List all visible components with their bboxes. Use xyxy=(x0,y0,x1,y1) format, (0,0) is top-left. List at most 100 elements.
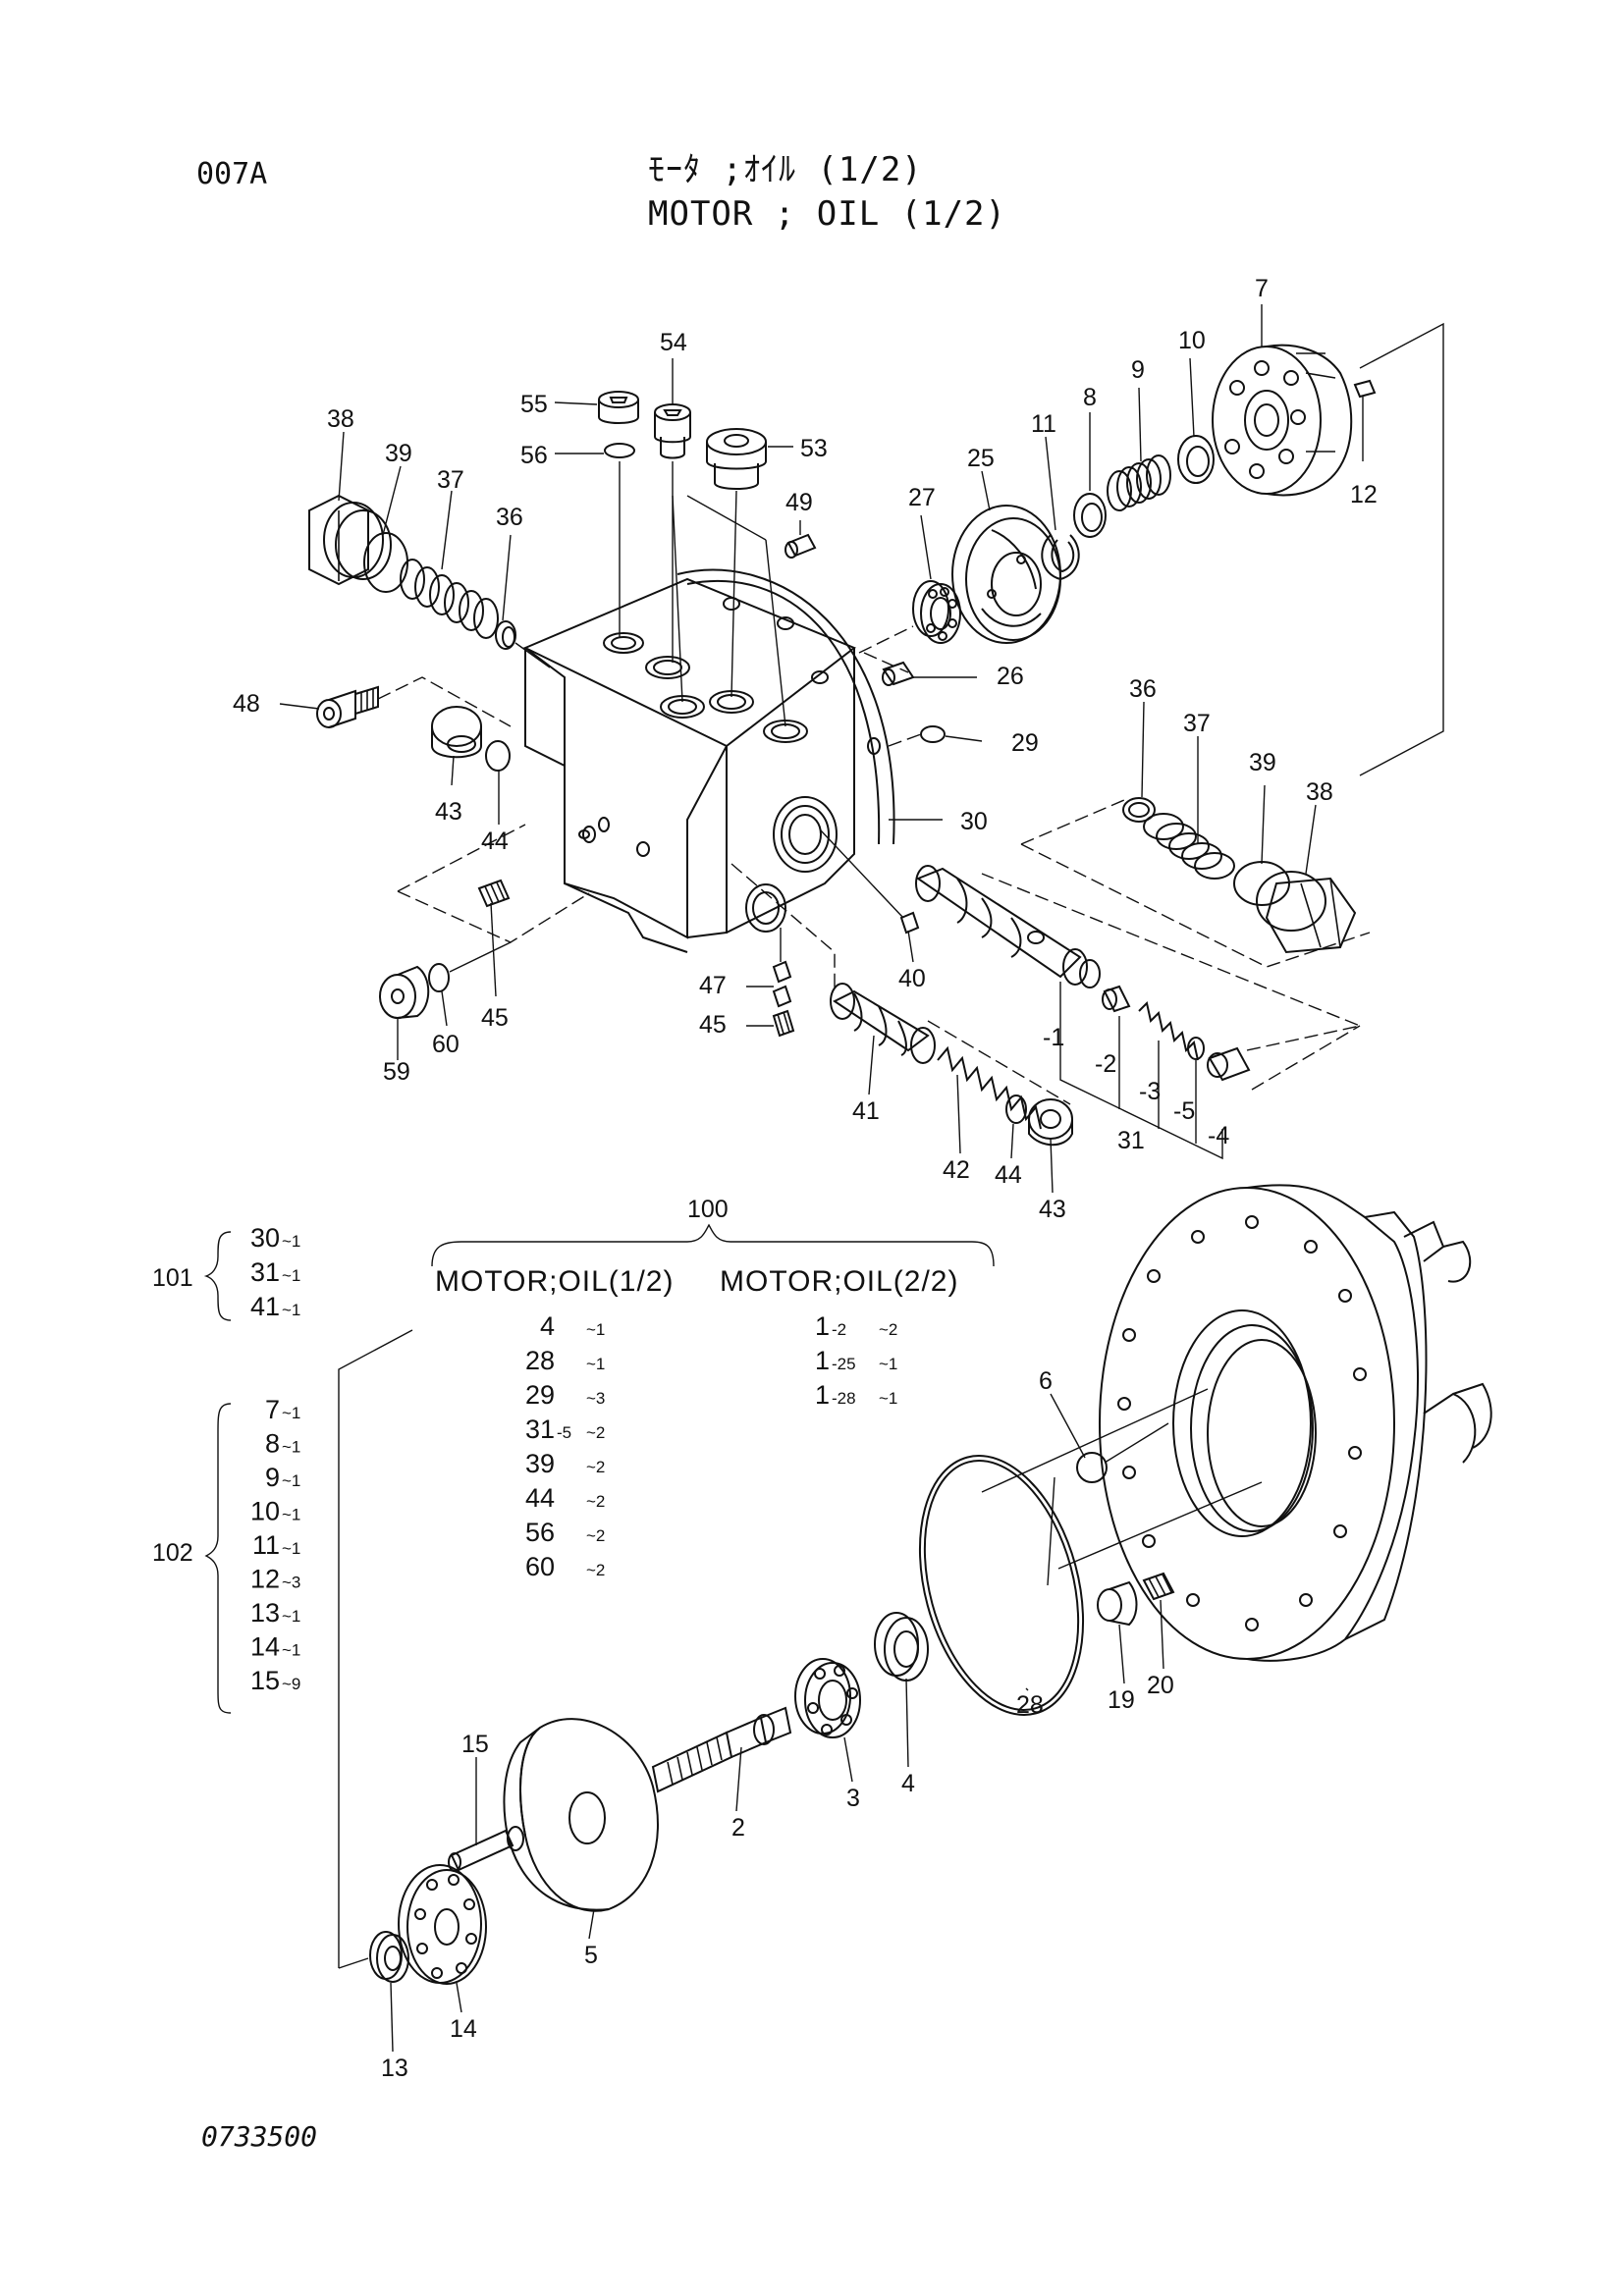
callout-36-left: 36 xyxy=(496,504,523,531)
plug-part-53 xyxy=(706,428,767,490)
kit-100-part: 28 xyxy=(525,1346,555,1375)
kit-101-qty: ~1 xyxy=(282,1266,300,1285)
callout-49: 49 xyxy=(785,489,813,516)
diagram-code: 007A xyxy=(196,157,268,191)
o-ring-part-60 xyxy=(428,963,450,992)
swash-plate-part-5 xyxy=(503,1718,659,1912)
kit-100-col2-part-sub: -25 xyxy=(832,1355,856,1373)
callout-13: 13 xyxy=(381,2055,408,2082)
callout-14: 14 xyxy=(450,2015,477,2043)
callout-36-right: 36 xyxy=(1129,675,1157,703)
cap-part-38-right xyxy=(1256,871,1357,954)
pin-part-26 xyxy=(882,661,915,686)
callout-10: 10 xyxy=(1178,327,1206,354)
kit-100-col2-part: 1 xyxy=(815,1346,830,1375)
kit-100-qty: ~1 xyxy=(586,1320,605,1339)
kit-102-part: 15 xyxy=(250,1666,280,1695)
cylinder-block-part-7 xyxy=(1212,344,1353,497)
plate-part-25 xyxy=(951,505,1061,644)
kit-102-qty: ~1 xyxy=(282,1471,300,1490)
kit-100-col2-part-sub: -28 xyxy=(832,1389,856,1408)
kit-101-part: 30 xyxy=(250,1223,280,1253)
callout-41: 41 xyxy=(852,1097,880,1125)
kit-100-part: 60 xyxy=(525,1552,555,1581)
kit-100-part: 39 xyxy=(525,1449,555,1478)
callout-27: 27 xyxy=(908,484,936,511)
callout-45-spool: 45 xyxy=(699,1011,727,1039)
kit-102-qty: ~1 xyxy=(282,1404,300,1422)
callout-12: 12 xyxy=(1350,481,1378,508)
callout-labels: 38 39 37 36 48 55 56 54 53 49 27 25 11 8… xyxy=(233,275,1378,2082)
kit-102-part: 12 xyxy=(250,1565,280,1594)
spring-part-37-left xyxy=(400,559,499,639)
callout-47: 47 xyxy=(699,972,727,999)
spring-part-37-right xyxy=(1143,813,1235,880)
kit-102-qty: ~9 xyxy=(282,1675,300,1693)
callout-48: 48 xyxy=(233,690,260,718)
kit-101-part: 31 xyxy=(250,1257,280,1287)
kit-102-part: 10 xyxy=(250,1497,280,1526)
plug-part-43-left xyxy=(431,706,482,759)
kit-102-number: 102 xyxy=(152,1539,193,1567)
kit-102-qty: ~1 xyxy=(282,1641,300,1660)
callout-2: 2 xyxy=(731,1814,745,1842)
callout-54: 54 xyxy=(660,329,687,356)
kit-100-part: 31 xyxy=(525,1415,555,1444)
spring-part-9 xyxy=(1107,454,1171,511)
kit-100-qty: ~3 xyxy=(586,1389,605,1408)
o-ring-part-56 xyxy=(604,443,635,458)
shaft-part-2 xyxy=(651,1706,792,1793)
callout-42: 42 xyxy=(943,1156,970,1184)
plug-part-45-spool xyxy=(772,1009,795,1038)
callout-43-left: 43 xyxy=(435,798,462,826)
bearing-part-27 xyxy=(912,580,961,644)
plug-part-59 xyxy=(379,965,430,1019)
callout-4: 4 xyxy=(901,1770,915,1797)
kit-100-col2-qty: ~2 xyxy=(879,1320,897,1339)
relief-sub-part-2 xyxy=(1102,985,1131,1013)
kit-100-number: 100 xyxy=(687,1196,729,1223)
kit-100-col2-header: MOTOR;OIL(2/2) xyxy=(720,1265,958,1298)
kit-100-col2-part: 1 xyxy=(815,1311,830,1341)
callout-39-left: 39 xyxy=(385,440,412,467)
callout-sub-1: -1 xyxy=(1043,1024,1064,1051)
kit-102-part: 13 xyxy=(250,1598,280,1628)
plug-part-55 xyxy=(598,391,639,424)
callout-11: 11 xyxy=(1031,410,1056,438)
kit-100-part-sub: -5 xyxy=(557,1423,571,1442)
kit-101-part: 41 xyxy=(250,1292,280,1321)
kit-102-list: 102 7~18~19~110~111~112~313~114~115~9 xyxy=(152,1395,300,1714)
kit-100-qty: ~2 xyxy=(586,1458,605,1476)
callout-3: 3 xyxy=(846,1785,860,1812)
callout-29: 29 xyxy=(1011,729,1039,757)
callout-40: 40 xyxy=(898,965,926,992)
callout-44-left: 44 xyxy=(481,828,509,855)
document-number: 0733500 xyxy=(201,2120,318,2153)
callout-28: 28 xyxy=(1016,1691,1044,1719)
bolt-part-48 xyxy=(316,685,379,728)
kit-100-col1-header: MOTOR;OIL(1/2) xyxy=(435,1265,674,1298)
callout-37-right: 37 xyxy=(1183,710,1211,737)
housing-part-1 xyxy=(1099,1184,1492,1662)
kit-100-col2-part-sub: -2 xyxy=(832,1320,846,1339)
washer-part-36-right xyxy=(1122,797,1156,823)
plug-part-20 xyxy=(1142,1572,1175,1601)
spring-part-42 xyxy=(937,1045,1042,1130)
ball-part-6 xyxy=(1076,1452,1108,1483)
callout-60: 60 xyxy=(432,1031,460,1058)
callout-53: 53 xyxy=(800,435,828,462)
kit-102-qty: ~1 xyxy=(282,1539,300,1558)
washer-part-10 xyxy=(1177,435,1215,484)
kit-100-part: 4 xyxy=(540,1311,555,1341)
kit-100-col2-qty: ~1 xyxy=(879,1389,897,1408)
callout-59: 59 xyxy=(383,1058,410,1086)
kit-100-qty: ~2 xyxy=(586,1423,605,1442)
kit-102-part: 8 xyxy=(265,1429,280,1459)
callout-6: 6 xyxy=(1039,1367,1053,1395)
spool-part-41 xyxy=(830,983,936,1064)
bearing-part-4 xyxy=(874,1612,929,1682)
title-japanese: ﾓｰﾀ ;ｵｲﾙ (1/2) xyxy=(648,150,923,189)
kit-102-qty: ~1 xyxy=(282,1506,300,1524)
kit-100-qty: ~1 xyxy=(586,1355,605,1373)
